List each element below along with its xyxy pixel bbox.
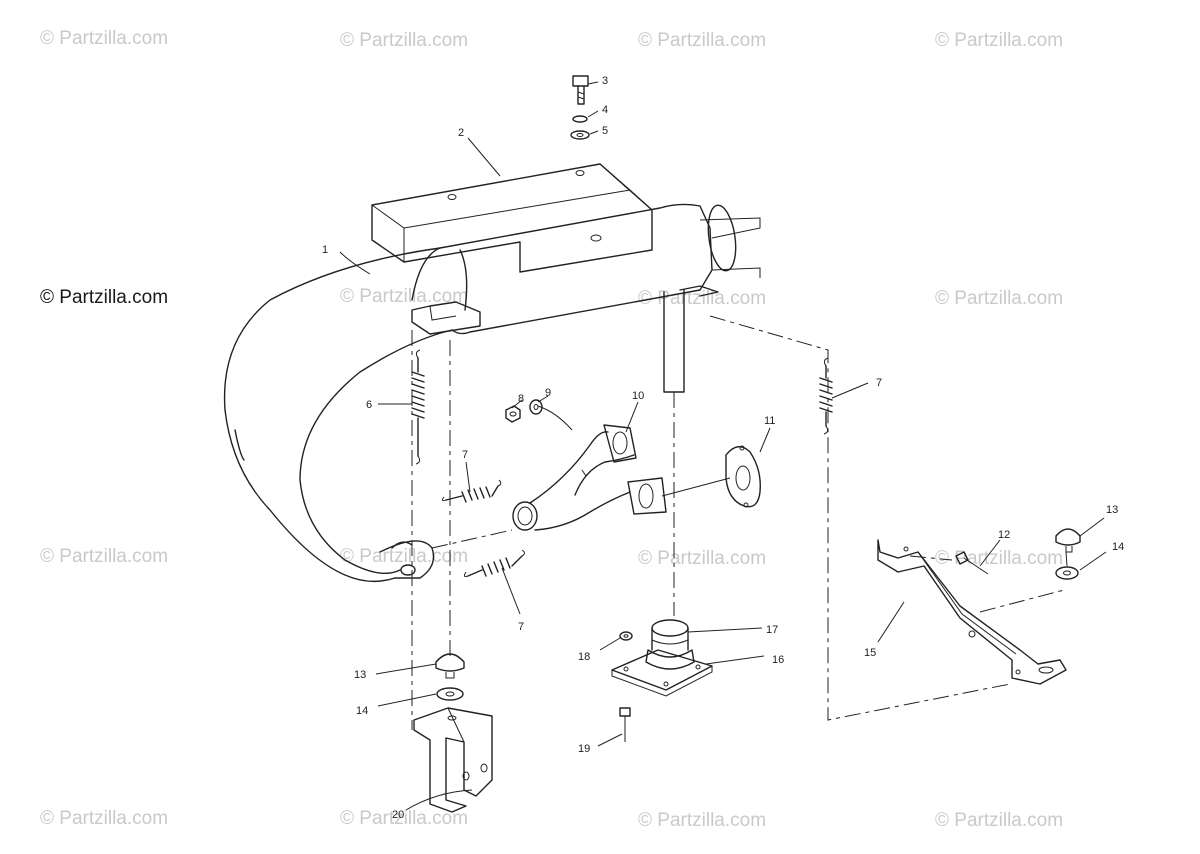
watermark: © Partzilla.com <box>340 546 469 567</box>
callout-7-lower: 7 <box>518 621 524 633</box>
callout-20: 20 <box>392 809 404 821</box>
watermark: © Partzilla.com <box>340 808 469 829</box>
spring-vertical <box>411 349 425 465</box>
watermark: © Partzilla.com <box>638 30 767 51</box>
callout-7-upper: 7 <box>462 449 468 461</box>
washer-right <box>1055 566 1079 580</box>
spring-horizontal-lower <box>463 549 525 577</box>
heat-shield <box>371 163 653 273</box>
callout-10: 10 <box>632 390 644 402</box>
watermark: © Partzilla.com <box>935 288 1064 309</box>
spring-horizontal-upper <box>441 479 502 503</box>
washer-mount <box>619 631 633 641</box>
rubber-grommet-right <box>1055 528 1081 553</box>
watermark: © Partzilla.com <box>638 288 767 309</box>
watermark: © Partzilla.com <box>638 810 767 831</box>
callout-7-right: 7 <box>876 377 882 389</box>
pin <box>955 551 989 575</box>
rubber-isolator <box>645 619 695 670</box>
callout-15: 15 <box>864 647 876 659</box>
mounting-plate <box>611 649 713 697</box>
watermark: © Partzilla.com <box>40 808 169 829</box>
callout-18: 18 <box>578 651 590 663</box>
callout-14-left: 14 <box>356 705 368 717</box>
callout-9: 9 <box>545 387 551 399</box>
alignment-lines <box>411 315 1068 730</box>
callout-3: 3 <box>602 75 608 87</box>
callout-5: 5 <box>602 125 608 137</box>
muffler <box>223 203 761 583</box>
flat-washer <box>570 130 590 140</box>
nut <box>505 405 521 423</box>
callout-19: 19 <box>578 743 590 755</box>
callout-6: 6 <box>366 399 372 411</box>
watermark: © Partzilla.com <box>40 28 169 49</box>
callouts: 1 2 3 4 5 6 7 7 7 8 9 10 11 12 13 13 14 … <box>322 75 1124 821</box>
watermark-main: © Partzilla.com <box>40 287 169 308</box>
watermark: © Partzilla.com <box>935 548 1064 569</box>
mounting-bracket-left <box>413 707 493 813</box>
callout-13-right: 13 <box>1106 504 1118 516</box>
callout-2: 2 <box>458 127 464 139</box>
rubber-grommet-left <box>435 653 465 679</box>
mounting-bracket-right <box>877 539 1067 685</box>
callout-11: 11 <box>764 415 775 427</box>
leader-lines <box>339 81 1107 811</box>
callout-13-left: 13 <box>354 669 366 681</box>
watermark: © Partzilla.com <box>40 546 169 567</box>
washer-left <box>436 687 464 701</box>
watermark: © Partzilla.com <box>340 30 469 51</box>
watermark: © Partzilla.com <box>340 286 469 307</box>
exhaust-manifold <box>512 424 667 531</box>
watermark: © Partzilla.com <box>935 810 1064 831</box>
callout-16: 16 <box>772 654 784 666</box>
callout-17: 17 <box>766 624 778 636</box>
callout-14-right: 14 <box>1112 541 1124 553</box>
spring-right <box>819 357 833 435</box>
gasket <box>725 445 761 508</box>
callout-4: 4 <box>602 104 608 116</box>
watermark: © Partzilla.com <box>935 30 1064 51</box>
lock-washer <box>572 115 588 123</box>
bolt <box>572 75 589 105</box>
callout-8: 8 <box>518 393 524 405</box>
callout-1: 1 <box>322 244 328 256</box>
bolt-mount <box>619 707 631 742</box>
callout-12: 12 <box>998 529 1010 541</box>
watermark: © Partzilla.com <box>638 548 767 569</box>
